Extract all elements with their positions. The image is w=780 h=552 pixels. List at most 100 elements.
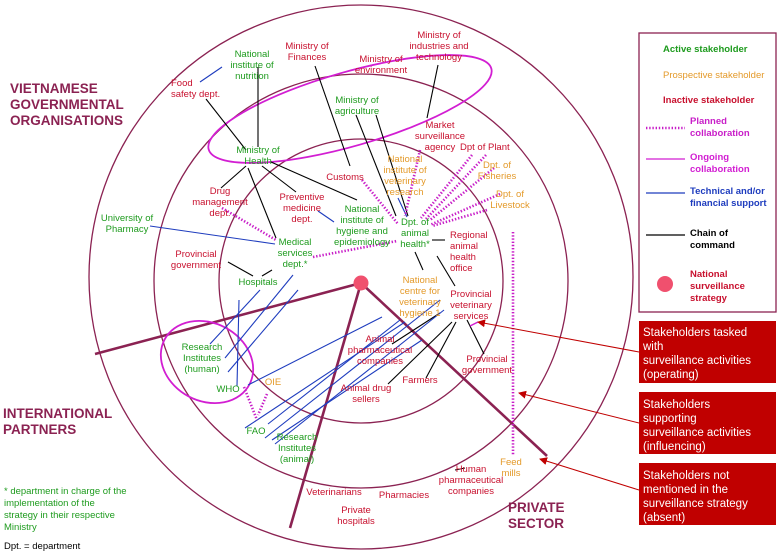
national-surveillance-strategy-marker: [353, 275, 369, 291]
node-provincial-government-top-line: Provincial: [175, 249, 216, 260]
node-ministry-health-line: Ministry of: [236, 145, 280, 156]
legend-ongoing-line1: Ongoing: [690, 152, 729, 163]
node-provincial-government-bottom-line: government: [462, 365, 513, 376]
box-operating-line1: Stakeholders tasked: [643, 327, 747, 339]
node-customs-line: Customs: [326, 172, 364, 183]
sector-divider-west: [94, 281, 362, 356]
node-dpt-fisheries-line: Fisheries: [478, 171, 517, 182]
node-national-institute-nutrition-line: institute of: [230, 60, 274, 71]
node-drug-management-line: management: [192, 197, 248, 208]
node-human-pharma-line: companies: [448, 486, 494, 497]
legend: Active stakeholder Prospective stakehold…: [638, 32, 777, 313]
node-ministry-agriculture-line: Ministry of: [335, 95, 379, 106]
node-hospitals: Hospitals: [238, 277, 277, 288]
legend-technical-line1: Technical and/or: [690, 186, 765, 197]
node-animal-drug-sellers-line: sellers: [352, 394, 380, 405]
ongoing-line: [469, 321, 479, 327]
node-private-hospitals-line: hospitals: [337, 516, 375, 527]
legend-strategy-line3: strategy: [690, 293, 728, 304]
node-medical-services-line: dept.*: [283, 259, 308, 270]
node-feed-mills-line: mills: [502, 468, 521, 479]
node-dpt-animal-health-line: Dpt. of: [401, 217, 429, 228]
node-nivr-line: veterinary: [384, 176, 426, 187]
node-regional-animal-health-line: Regional: [450, 230, 488, 241]
sector-private-line2: SECTOR: [508, 516, 564, 531]
node-dpt-animal-health-line: health*: [400, 239, 430, 250]
box-influencing: [639, 392, 776, 454]
legend-strategy-line2: surveillance: [690, 281, 745, 292]
node-who-line: WHO: [216, 384, 239, 395]
planned-collaboration-lines: [221, 149, 515, 455]
legend-strategy-swatch: [657, 276, 673, 292]
node-national-centre-line: National: [403, 275, 438, 286]
category-boxes: Stakeholders tasked with surveillance ac…: [639, 321, 776, 525]
node-fao: FAO: [246, 426, 265, 437]
sector-government-line2: GOVERNMENTAL: [10, 97, 124, 112]
node-oie-line: OIE: [265, 377, 281, 388]
node-ministry-health-line: Health: [244, 156, 271, 167]
node-ministry-industries-line: technology: [416, 52, 462, 63]
box-operating-line3: surveillance activities: [643, 355, 751, 367]
legend-strategy-line1: National: [690, 269, 727, 280]
node-dpt-plant-line: Dpt of Plant: [460, 142, 510, 153]
node-ministry-environment-line: environment: [355, 65, 408, 76]
node-research-animal-line: Institutes: [278, 443, 316, 454]
node-preventive-medicine-line: medicine: [283, 203, 321, 214]
node-ministry-finances-line: Finances: [288, 52, 327, 63]
node-animal-pharma-line: Animal: [365, 334, 394, 345]
node-nihe-line: National: [345, 204, 380, 215]
node-preventive-medicine-line: Preventive: [280, 192, 325, 203]
node-national-centre-line: centre for: [400, 286, 440, 297]
box-operating: [639, 321, 776, 383]
node-university-pharmacy-line: University of: [101, 213, 154, 224]
sector-government-line1: VIETNAMESE: [10, 81, 98, 96]
chain-of-command-lines: [205, 64, 485, 471]
outer-circle: [88, 4, 634, 550]
node-drug-management-line: Drug: [210, 186, 231, 197]
node-animal-drug-sellers-line: Animal drug: [341, 383, 392, 394]
node-animal-pharma-line: pharmaceutical: [348, 345, 412, 356]
node-research-animal-line: Research: [277, 432, 318, 443]
node-dpt-animal-health-line: animal: [401, 228, 429, 239]
note-dpt: Dpt. = department: [4, 541, 81, 552]
sector-labels: VIETNAMESE GOVERNMENTAL ORGANISATIONS IN…: [3, 81, 565, 531]
legend-planned-line2: collaboration: [690, 128, 750, 139]
node-regional-animal-health-line: health: [450, 252, 476, 263]
node-medical-services-line: Medical: [279, 237, 312, 248]
node-market-surveillance-line: surveillance: [415, 131, 465, 142]
node-research-animal-line: (animal): [280, 454, 314, 465]
node-research-human-line: Research: [182, 342, 223, 353]
node-fao-line: FAO: [246, 426, 265, 437]
sector-international-line2: PARTNERS: [3, 422, 76, 437]
node-customs: Customs: [326, 172, 364, 183]
ongoing-ellipse-ministries: [207, 54, 493, 164]
node-nivr-line: research: [387, 187, 424, 198]
middle-circle: [153, 73, 569, 489]
node-market-surveillance-line: Market: [425, 120, 454, 131]
box-influencing-line1: Stakeholders: [643, 399, 710, 411]
node-ministry-industries-line: industries and: [409, 41, 468, 52]
node-ministry-finances-line: Ministry of: [285, 41, 329, 52]
node-provincial-vet-services-line: veterinary: [450, 300, 492, 311]
